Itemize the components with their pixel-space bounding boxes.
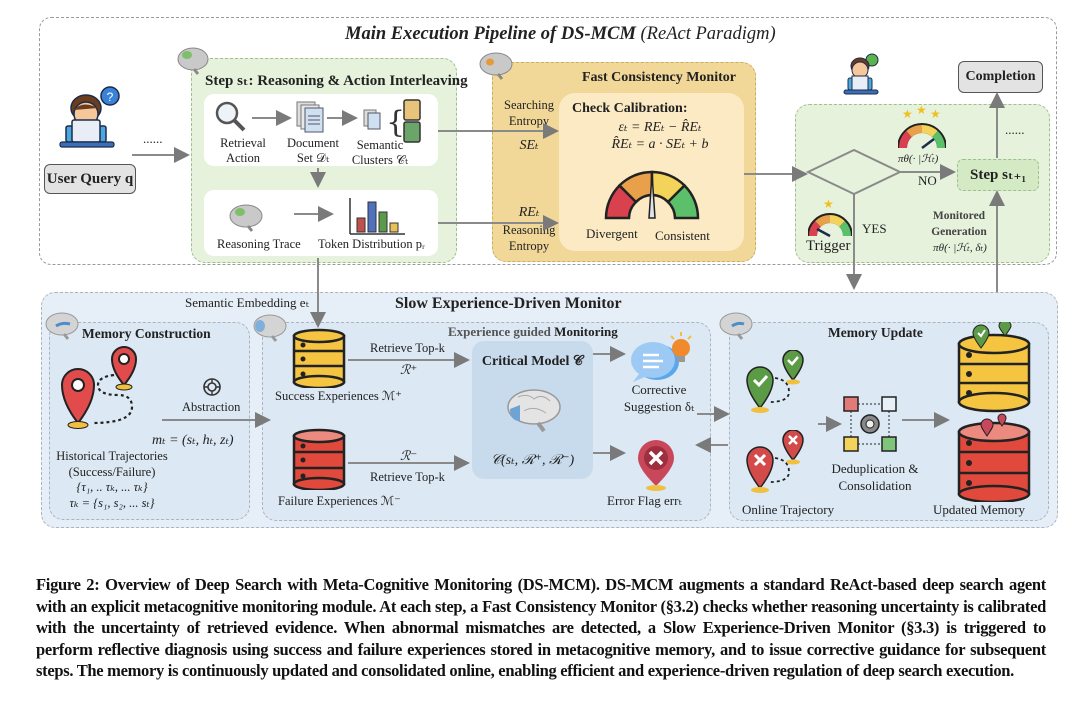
memory-update-title: Memory Update	[828, 325, 923, 340]
experience-monitoring-title: Experience guided Monitoring	[448, 324, 618, 339]
r-minus-label: ℛ⁻	[400, 448, 418, 463]
brain-icon-critical	[507, 389, 561, 433]
online-trajectory-label: Online Trajectory	[742, 502, 835, 517]
critical-formula: 𝒞(sₜ, ℛ⁺, ℛ⁻)	[490, 453, 575, 468]
policy-no-label: πθ(· |ℋₜ)	[898, 153, 939, 165]
consistent-label: Consistent	[655, 228, 710, 243]
svg-text:★: ★	[916, 106, 927, 117]
error-flag-icon	[638, 440, 674, 491]
svg-text:★: ★	[902, 107, 913, 121]
retrieve-top-k-pos: Retrieve Top-k	[370, 341, 445, 355]
brain-icon-memory	[45, 312, 79, 340]
svg-text:{: {	[386, 105, 405, 140]
dedup-consolidation-label: Deduplication &Consolidation	[831, 461, 919, 493]
semantic-clusters-icon: {	[363, 99, 421, 143]
brain-icon-reasoning	[229, 204, 263, 232]
brain-icon-step	[177, 47, 209, 75]
brain-icon-experience	[253, 314, 287, 342]
decision-diamond	[805, 148, 903, 196]
completion-user-icon	[843, 53, 879, 95]
memory-construction-title: Memory Construction	[82, 326, 211, 341]
r-plus-label: ℛ⁺	[400, 362, 418, 377]
ellipsis-right: ......	[1005, 122, 1025, 137]
token-distribution-label: Token Distribution pᵣ	[318, 237, 425, 251]
failure-experiences-label: Failure Experiences ℳ⁻	[278, 494, 401, 508]
user-icon: ?	[59, 86, 120, 148]
historical-trajectories-label: Historical Trajectories (Success/Failure…	[56, 449, 168, 510]
policy-monitored-label: πθ(· |ℋₜ, δₜ)	[933, 242, 987, 254]
brain-icon-fast	[479, 52, 513, 80]
ellipsis-left: ......	[143, 131, 163, 146]
memory-formula: mₜ = (sₜ, hₜ, zₜ)	[152, 433, 234, 448]
document-set-icon	[296, 101, 324, 133]
consistency-gauge-icon	[604, 170, 700, 220]
error-flag-label: Error Flag errₜ	[607, 493, 682, 508]
reasoning-trace-label: Reasoning Trace	[217, 237, 301, 251]
svg-text:★: ★	[930, 107, 941, 121]
svg-text:★: ★	[823, 197, 834, 211]
failure-trajectory-icon	[746, 430, 804, 493]
corrective-suggestion-icon	[631, 332, 692, 382]
svg-text:?: ?	[107, 90, 114, 104]
se-symbol: SEₜ	[519, 138, 539, 153]
trigger-gauge-icon: ★	[808, 197, 852, 238]
magnifier-icon	[215, 101, 246, 132]
main-pipeline-title: Main Execution Pipeline of DS-MCM (ReAct…	[345, 24, 776, 44]
yes-label: YES	[862, 221, 887, 236]
re-symbol: REₜ	[518, 205, 540, 220]
formula-epsilon: εₜ = REₜ − R̂Eₜ	[618, 120, 702, 135]
puzzle-gear-icon	[843, 396, 897, 452]
trigger-label: Trigger	[806, 238, 851, 254]
critical-model-title: Critical Model 𝒞	[481, 354, 584, 369]
success-experiences-label: Success Experiences ℳ⁺	[275, 389, 402, 403]
updated-memory-icon	[957, 322, 1031, 502]
trajectory-pins-icon	[60, 346, 138, 429]
figure-caption: Figure 2: Overview of Deep Search with M…	[36, 575, 1046, 681]
user-query-box: User Query q	[44, 164, 136, 194]
connector-lines	[132, 92, 1005, 471]
main-pipeline-panel	[39, 17, 1057, 265]
check-calibration-title: Check Calibration:	[572, 101, 688, 116]
token-distribution-chart-icon	[349, 198, 405, 235]
slow-monitor-title: Slow Experience-Driven Monitor	[395, 295, 622, 312]
abstraction-label: Abstraction	[182, 400, 241, 414]
stars-gauge-icon: ★★★	[898, 106, 946, 149]
brain-icon-update	[719, 312, 753, 340]
semantic-embedding-label: Semantic Embedding eₜ	[185, 295, 309, 310]
success-trajectory-icon	[746, 350, 804, 413]
step-box-title: Step sₜ: Reasoning & Action Interleaving	[205, 73, 468, 89]
divergent-label: Divergent	[586, 226, 638, 241]
openai-logo-icon	[203, 378, 221, 396]
failure-database-icon	[292, 428, 346, 490]
fast-monitor-title: Fast Consistency Monitor	[582, 70, 736, 85]
success-database-icon	[292, 328, 346, 388]
updated-memory-label: Updated Memory	[933, 502, 1026, 517]
no-label: NO	[918, 173, 937, 188]
retrieve-top-k-neg: Retrieve Top-k	[370, 470, 445, 484]
formula-re-hat: R̂Eₜ = a · SEₜ + b	[611, 137, 709, 152]
